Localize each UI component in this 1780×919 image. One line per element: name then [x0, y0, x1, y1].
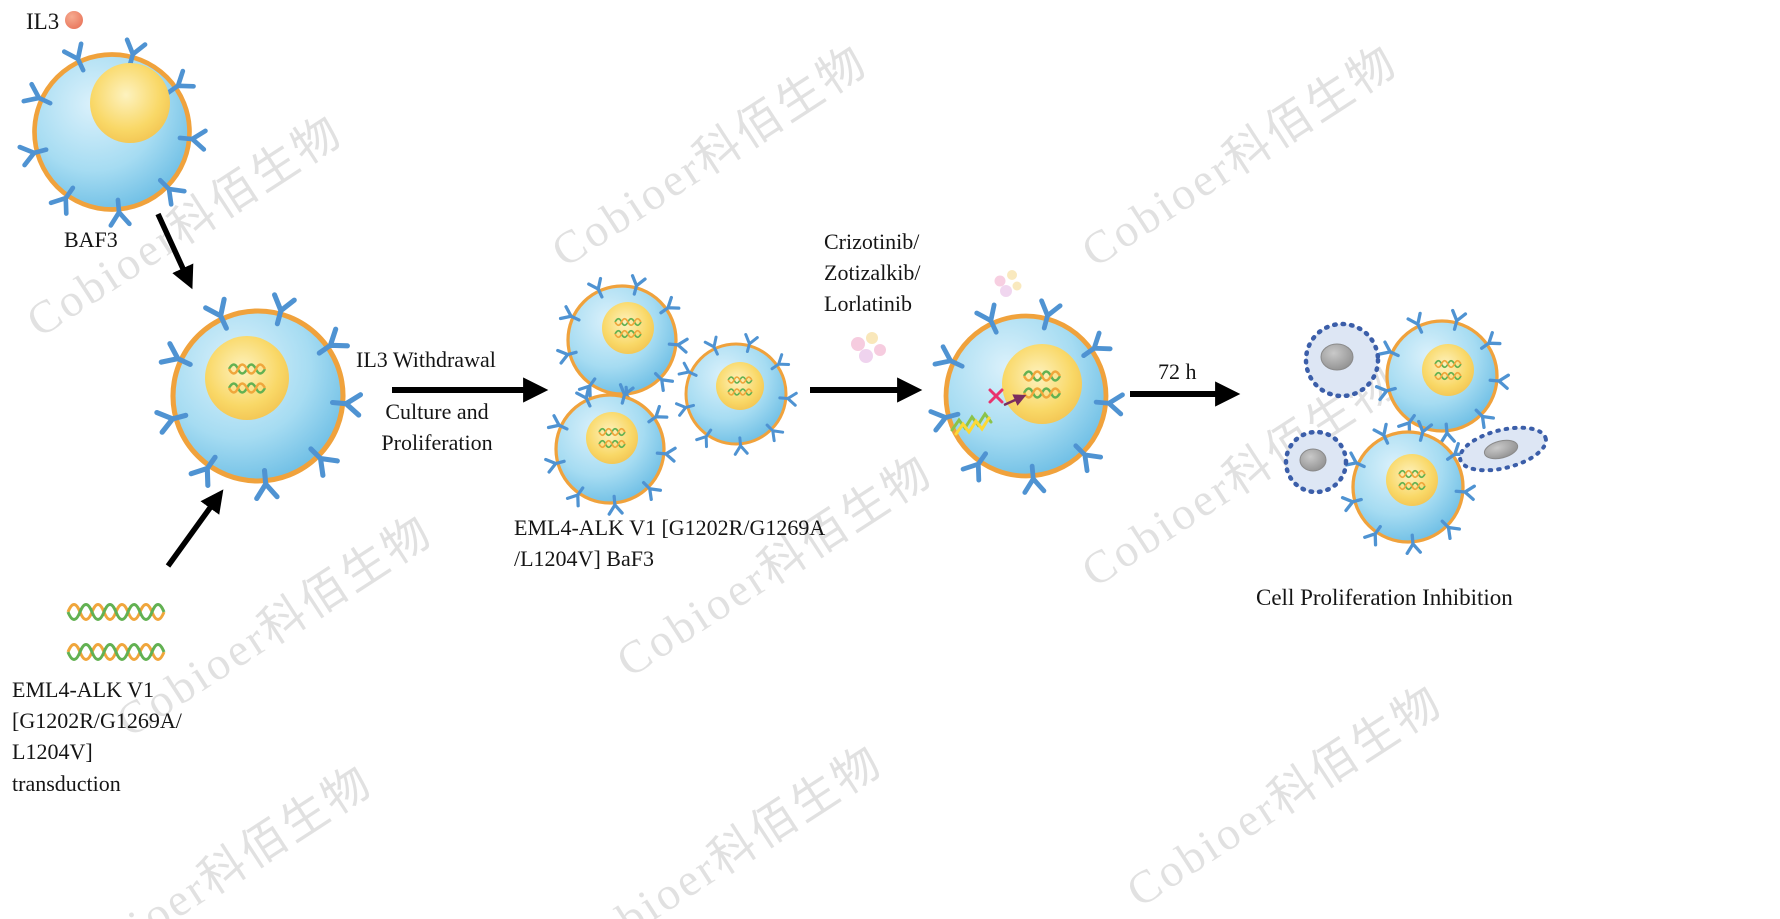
- baf3-cell: [20, 40, 206, 226]
- dying-cell-2: [1283, 429, 1349, 495]
- inhibited-kinase-icon: [950, 411, 993, 436]
- cell-line-label: EML4-ALK V1 [G1202R/G1269A /L1204V] BaF3: [514, 515, 826, 572]
- dying-cell-1: [1303, 321, 1381, 399]
- duration-label: 72 h: [1158, 359, 1197, 384]
- drugs-label: Crizotinib/ Zotizalkib/ Lorlatinib: [824, 229, 921, 317]
- right-cell-top: [1377, 311, 1509, 443]
- arrow-baf3-to-transduced: [155, 212, 194, 290]
- dying-cell-spindle: [1458, 425, 1548, 473]
- proliferating-cell-bottom: [546, 385, 675, 514]
- drug-molecule-cluster-icon: [994, 270, 1022, 297]
- il3-withdrawal-label: IL3 Withdrawal: [356, 347, 496, 372]
- transduction-label: EML4-ALK V1 [G1202R/G1269A/ L1204V] tran…: [12, 677, 182, 796]
- culture-proliferation-label: Culture and Proliferation: [381, 399, 493, 456]
- inhibited-cell: [931, 301, 1123, 493]
- il3-label: IL3: [26, 9, 60, 34]
- proliferating-cell-top: [558, 276, 687, 405]
- inhibited-nucleus: [1002, 344, 1082, 424]
- transduced-nucleus: [205, 336, 289, 420]
- baf3-label: BAF3: [64, 227, 118, 252]
- baf3-nucleus: [90, 63, 170, 143]
- transduced-cell: [157, 295, 361, 499]
- result-label: Cell Proliferation Inhibition: [1256, 585, 1513, 610]
- drug-molecule-cluster-icon: [851, 332, 886, 363]
- right-cell-bottom: [1343, 422, 1475, 554]
- red-x-arrow-icon: [988, 388, 1027, 407]
- arrow-dna-to-cell: [165, 489, 224, 568]
- il3-ligand-icon: [65, 11, 83, 29]
- proliferating-cell-right: [676, 334, 796, 454]
- transduction-dna: [66, 603, 166, 661]
